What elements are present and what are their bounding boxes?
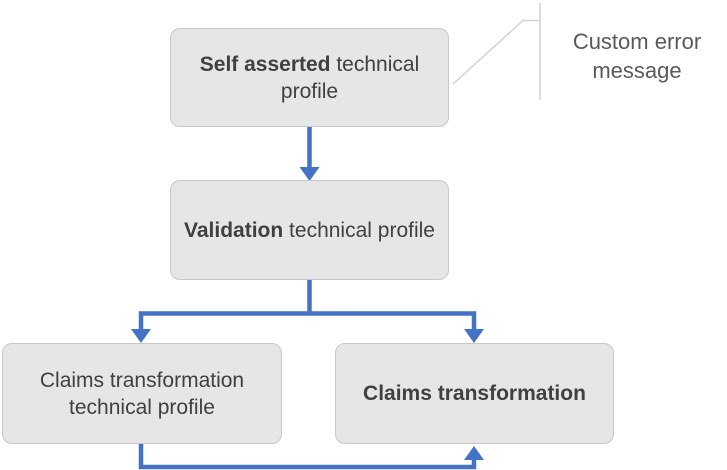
node-label-regular-text: Claims transformation technical profile [39,368,245,419]
arrow-claims-loop-shaft [138,444,477,470]
arrow-validation-to-claims-head [464,329,484,343]
arrow-validation-branch-bar [138,311,477,330]
node-validation-technical-profile: Validation technical profile [170,180,449,280]
arrow-validation-to-claims-tp-head [131,329,151,343]
node-label: Validation technical profile [184,217,435,244]
node-label: Claims transformation [363,380,586,407]
node-claims-transformation: Claims transformation [335,343,614,444]
node-label-bold-text: Self asserted [199,52,331,76]
arrow-self-to-validation-head [299,167,320,181]
node-self-asserted-technical-profile: Self asserted technical profile [170,28,449,127]
node-label: Self asserted technical profile [183,51,436,105]
node-claims-transformation-technical-profile: Claims transformation technical profile [2,343,282,444]
callout-label: Custom error message [572,29,702,83]
callout-leader-line [452,19,540,85]
node-label-bold-text: Claims transformation [363,382,586,405]
node-label-regular-text: technical profile [283,218,435,242]
arrow-claims-loop-head [464,446,484,460]
node-label-bold-text: Validation [184,218,284,242]
node-label: Claims transformation technical profile [15,367,269,421]
node-label-regular-text: technical profile [280,52,420,103]
